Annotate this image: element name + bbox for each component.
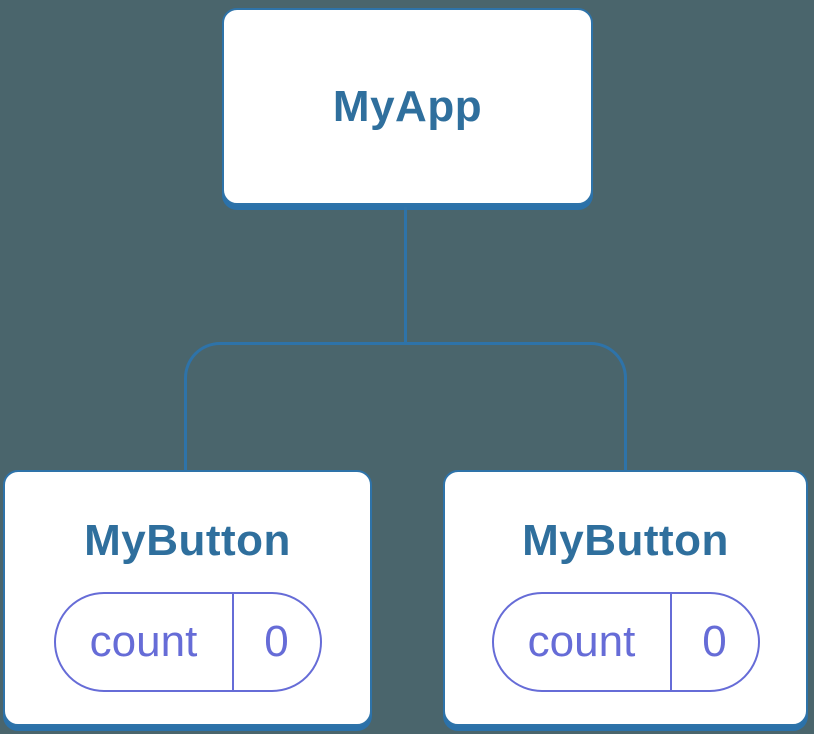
component-node-mybutton-left: MyButton count 0 xyxy=(3,470,372,726)
component-node-mybutton-right: MyButton count 0 xyxy=(443,470,808,726)
state-pill: count 0 xyxy=(491,592,760,692)
state-value: 0 xyxy=(702,617,727,666)
state-value-cell: 0 xyxy=(231,594,320,690)
state-name: count xyxy=(527,617,636,666)
state-value-cell: 0 xyxy=(669,594,758,690)
state-pill: count 0 xyxy=(53,592,322,692)
component-label: MyApp xyxy=(332,81,483,131)
state-name-cell: count xyxy=(56,594,232,690)
state-name: count xyxy=(89,617,198,666)
state-name-cell: count xyxy=(494,594,670,690)
connector-root-stem xyxy=(403,207,407,344)
component-node-myapp: MyApp xyxy=(222,8,593,205)
state-value: 0 xyxy=(264,617,289,666)
component-label: MyButton xyxy=(84,516,291,565)
connector-branch xyxy=(184,342,627,471)
component-label: MyButton xyxy=(522,516,729,565)
